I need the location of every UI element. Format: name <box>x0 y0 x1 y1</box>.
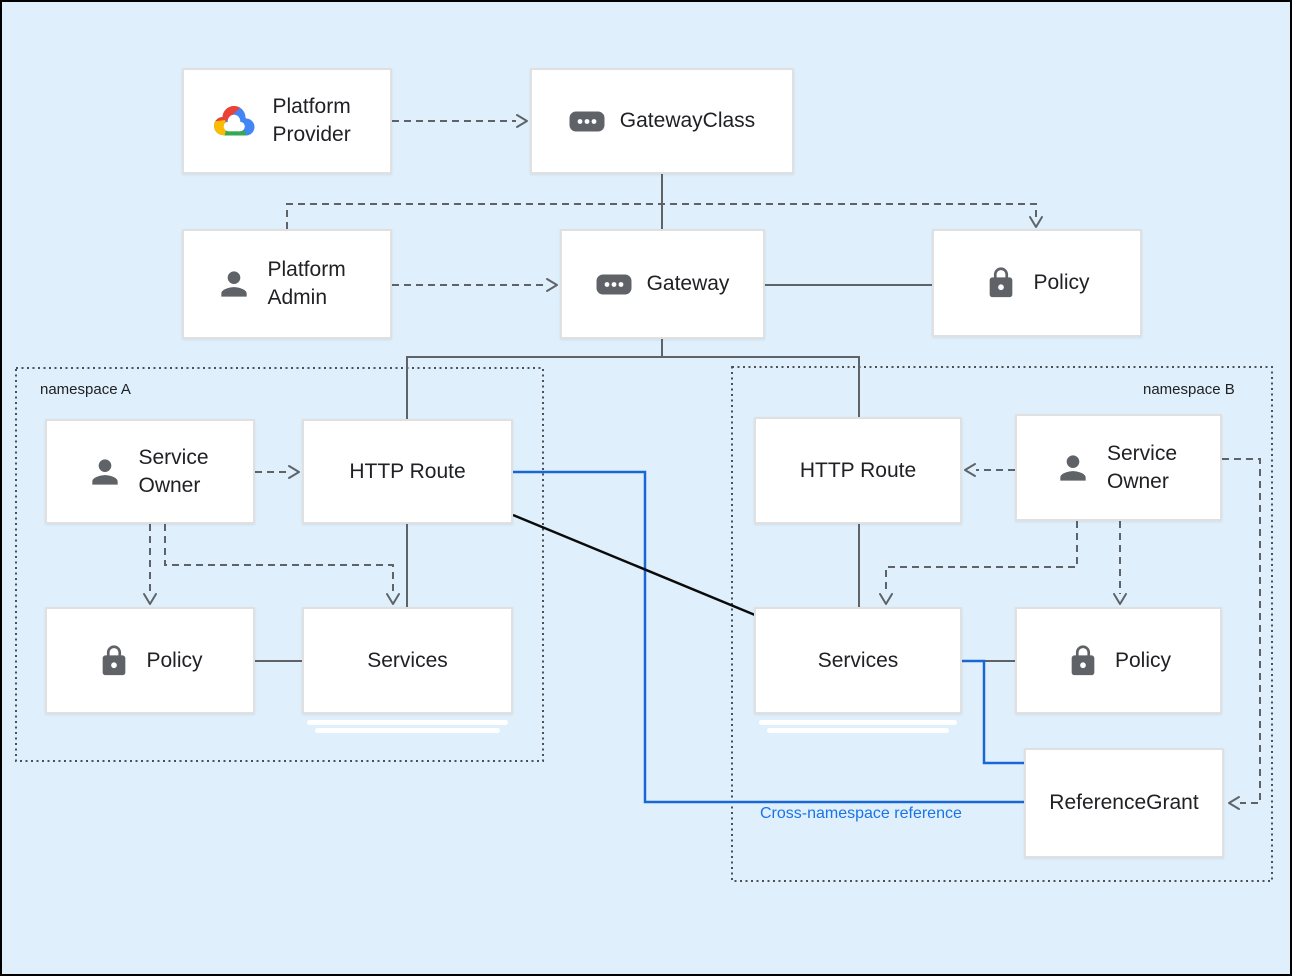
arrowhead-right <box>288 465 300 479</box>
arrowheads <box>143 114 1240 810</box>
arrowhead-down <box>1113 593 1127 605</box>
edge-ownera-servicesa <box>164 524 394 594</box>
services-b-stack-layer <box>767 728 949 733</box>
namespace-b-border <box>731 366 1273 882</box>
arrowhead-down <box>879 593 893 605</box>
blue-connectors <box>513 470 1024 804</box>
node-label: ReferenceGrant <box>1049 791 1199 814</box>
node-http-route-b: HTTP Route <box>754 417 962 524</box>
node-gatewayclass: GatewayClass <box>530 68 794 174</box>
services-a-stack-layer <box>315 728 500 733</box>
node-policy-a: Policy <box>45 607 255 714</box>
resource-icon <box>569 111 605 132</box>
node-label: Service Owner <box>1107 441 1178 493</box>
node-label: Service Owner <box>138 445 209 497</box>
edge-servicesb-referencegrant <box>962 659 1024 765</box>
node-reference-grant: ReferenceGrant <box>1024 748 1224 858</box>
edge-httproutea-referencegrant <box>513 470 1024 804</box>
person-icon <box>215 265 253 303</box>
node-http-route-a: HTTP Route <box>302 419 513 524</box>
services-b-stack-layer <box>759 720 957 725</box>
node-label: Platform Admin <box>267 258 346 309</box>
lock-icon <box>97 644 131 678</box>
arrowhead-right <box>546 278 558 292</box>
node-label: Policy <box>146 648 203 672</box>
arrowhead-left <box>1228 796 1240 810</box>
node-service-owner-b: Service Owner <box>1015 414 1222 521</box>
node-policy-top: Policy <box>932 229 1142 337</box>
node-platform-admin: Platform Admin <box>182 229 392 339</box>
arrowhead-right <box>516 114 528 128</box>
node-label: Gateway <box>646 272 730 295</box>
node-service-owner-a: Service Owner <box>45 419 255 524</box>
arrowhead-down <box>1029 216 1043 228</box>
services-a-stack-layer <box>307 720 508 725</box>
node-label: GatewayClass <box>619 109 756 132</box>
arrowhead-down <box>386 593 400 605</box>
edge-admin-policy <box>286 203 1037 229</box>
edge-ownerb-referencegrant <box>1222 458 1261 804</box>
person-icon <box>86 453 124 491</box>
node-label: Policy <box>1114 648 1172 672</box>
google-cloud-icon <box>210 104 258 138</box>
namespace-a-label: namespace A <box>40 381 131 398</box>
namespace-a-border <box>15 367 544 762</box>
cross-namespace-reference-label: Cross-namespace reference <box>760 805 962 822</box>
node-gateway: Gateway <box>560 229 765 339</box>
node-label: Services <box>817 648 899 672</box>
arrowhead-left <box>964 463 976 477</box>
node-label: Services <box>367 648 448 672</box>
solid-gray-connectors <box>255 174 1015 662</box>
edge-ownerb-servicesb <box>885 521 1078 594</box>
node-services-b: Services <box>754 607 962 714</box>
node-services-a: Services <box>302 607 513 714</box>
node-label: Policy <box>1033 271 1090 294</box>
node-policy-b: Policy <box>1015 607 1222 714</box>
lock-icon <box>984 266 1018 300</box>
person-icon <box>1054 449 1092 487</box>
edge-httproutea-servicesb <box>512 513 756 617</box>
arrowhead-down <box>143 593 157 605</box>
namespace-b-label: namespace B <box>1143 381 1235 398</box>
edge-gateway-branch <box>406 356 860 419</box>
dashed-gray-connectors <box>149 120 1261 804</box>
node-label: HTTP Route <box>349 459 466 483</box>
lock-icon <box>1066 644 1100 678</box>
node-label: Platform Provider <box>272 95 351 146</box>
resource-icon <box>596 274 632 295</box>
node-label: HTTP Route <box>799 458 917 482</box>
node-platform-provider: Platform Provider <box>182 68 392 174</box>
